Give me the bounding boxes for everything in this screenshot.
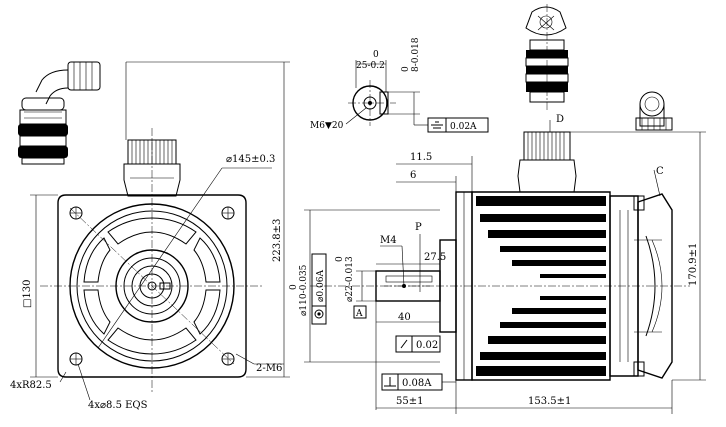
shaft-end-detail: 0 25-0.2 0 8-0.018 M6▼20 0.02A: [310, 37, 489, 133]
dim-25: 25-0.2: [356, 61, 385, 71]
dim-holes: 4x⌀8.5 EQS: [88, 400, 148, 411]
label-m4: M4: [380, 235, 397, 246]
elbow-connector-right: [635, 91, 673, 131]
dim-22: ⌀22-0.013: [345, 256, 355, 302]
flange: [40, 128, 264, 392]
side-view: [304, 120, 706, 414]
dim-115: 11.5: [410, 152, 432, 163]
dim-55: 55±1: [396, 396, 423, 407]
dim-square-130: □130: [22, 279, 33, 308]
straight-connector: [525, 4, 569, 112]
dim-zero-side: 0: [401, 66, 411, 72]
dim-22-zero: 0: [335, 256, 345, 262]
label-p: P: [415, 222, 422, 233]
runout-tol: 0.02: [416, 340, 438, 351]
datum-a: A: [355, 309, 363, 319]
dim-height-223: 223.8±3: [272, 219, 283, 262]
front-view: ⌀145±0.3 □130 223.8±3 4xR82.5 4x⌀8.5 EQS…: [10, 61, 290, 411]
dim-dia-145: ⌀145±0.3: [226, 154, 275, 165]
dim-zero-top: 0: [373, 50, 379, 60]
dim-6: 6: [410, 170, 416, 181]
front-dimensions: [30, 61, 290, 401]
dim-radius-82: 4xR82.5: [10, 380, 52, 391]
dim-m6: 2-M6: [256, 363, 282, 374]
coaxiality-tol: ⌀0.06A: [316, 270, 326, 302]
dim-40: 40: [398, 312, 411, 323]
flatness-tol: 0.02A: [450, 122, 477, 132]
dim-tol-8: 8-0.018: [411, 37, 421, 72]
dim-27: 27.5: [424, 252, 446, 263]
dim-110-zero: 0: [289, 284, 299, 290]
dim-170: 170.9±1: [688, 243, 699, 286]
dim-110: ⌀110-0.035: [299, 264, 309, 316]
dim-153: 153.5±1: [528, 396, 571, 407]
perpendicularity-tol: 0.08A: [402, 378, 432, 389]
thread-m6: M6▼20: [310, 121, 344, 131]
label-c: C: [656, 166, 664, 177]
elbow-connector: [18, 61, 101, 165]
label-d: D: [556, 114, 564, 125]
